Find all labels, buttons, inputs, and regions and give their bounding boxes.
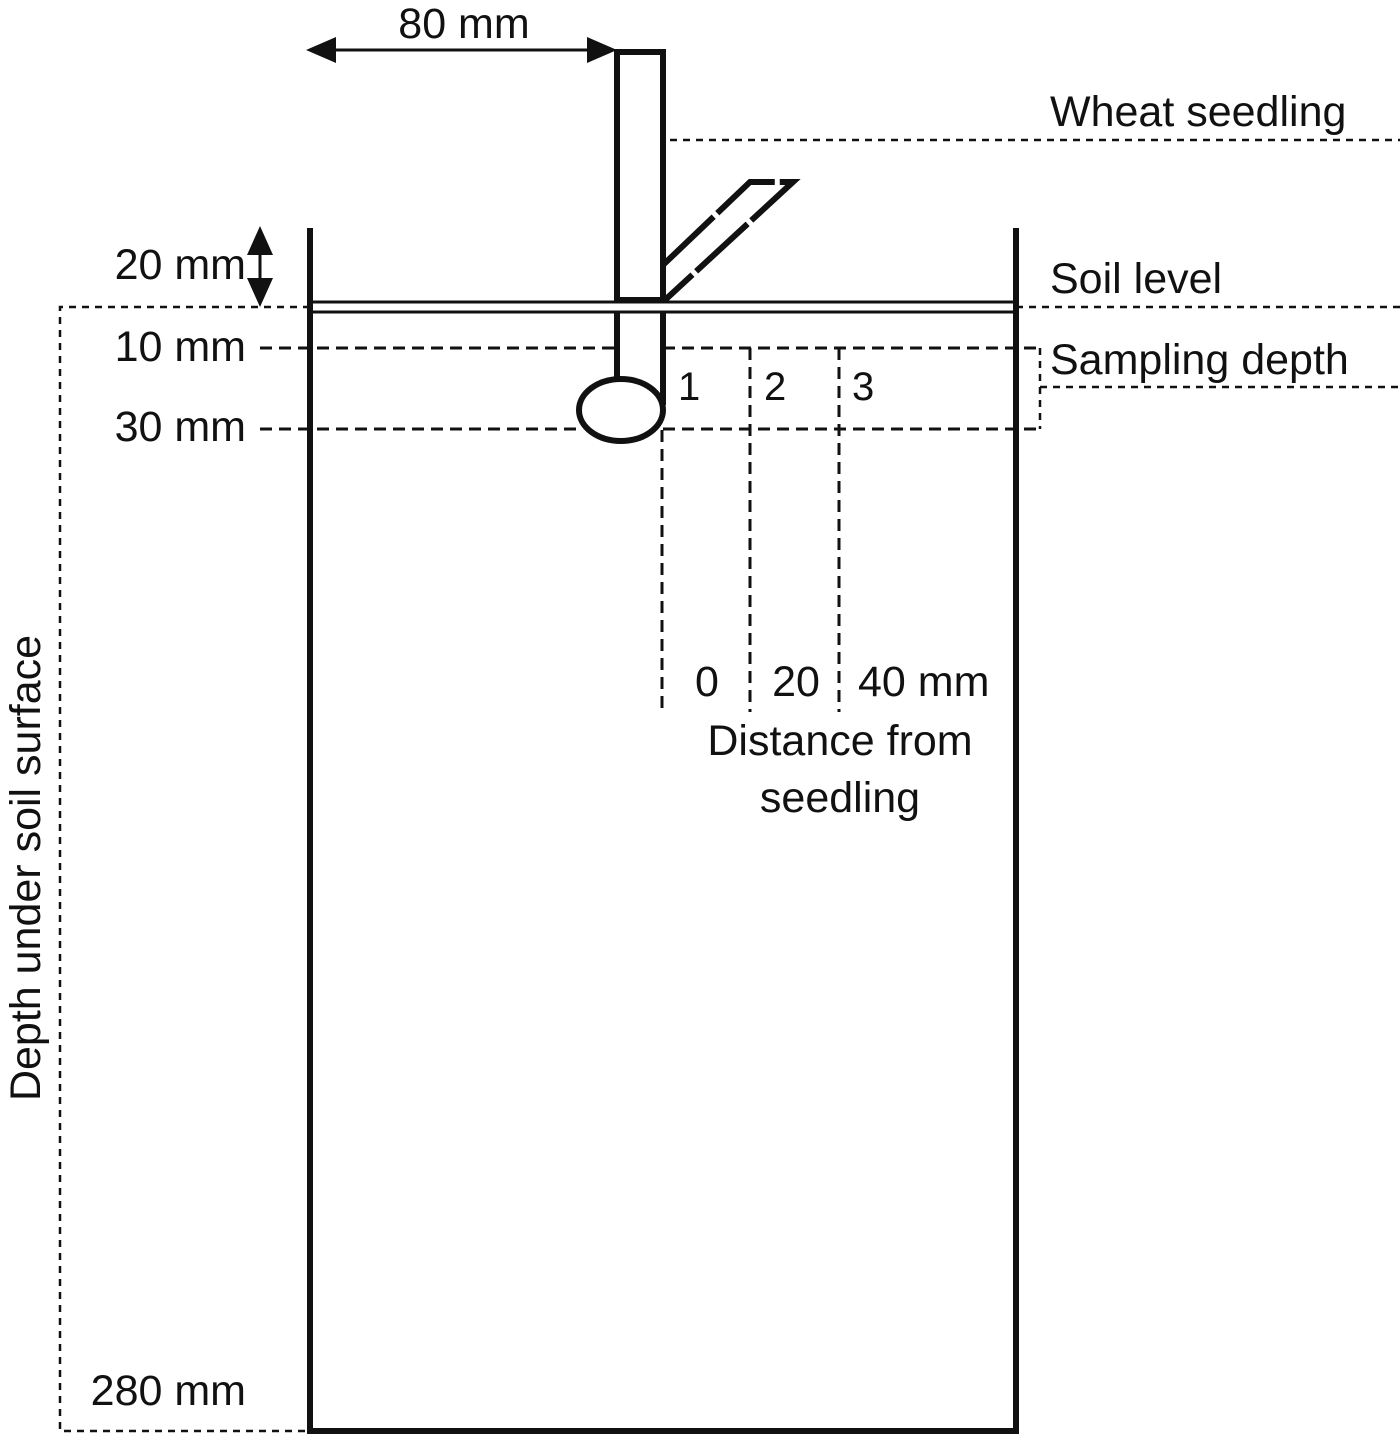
distance-tick-20: 20	[772, 658, 820, 706]
sampling-depth-lines	[260, 346, 1400, 431]
distance-title-line2: seedling	[760, 774, 920, 822]
depth-bracket	[58, 305, 1400, 1433]
depth-axis-label: Depth under soil surface	[2, 635, 50, 1101]
depth-bracket-line	[58, 305, 310, 1433]
depth-10-label: 10 mm	[115, 323, 246, 371]
sampling-position-2: 2	[764, 365, 786, 409]
width-label: 80 mm	[398, 0, 529, 48]
top-gap-label: 20 mm	[115, 241, 246, 289]
wheat-seedling-label: Wheat seedling	[1050, 88, 1346, 136]
depth-30-label: 30 mm	[115, 403, 246, 451]
gap-arrowhead-up	[247, 226, 273, 255]
width-arrowhead-right	[587, 37, 617, 63]
pot-outline	[307, 228, 1019, 1434]
soil-level-label: Soil level	[1050, 255, 1222, 303]
width-arrowhead-left	[306, 37, 336, 63]
pot	[307, 228, 1019, 1434]
gap-arrowhead-down	[247, 278, 273, 307]
distance-tick-40: 40 mm	[858, 658, 989, 706]
seedling-stem	[614, 49, 666, 303]
sampling-position-3: 3	[852, 365, 874, 409]
seedling-leaf-upper	[660, 179, 801, 303]
sampling-depth-label: Sampling depth	[1050, 336, 1349, 384]
distance-tick-0: 0	[695, 658, 719, 706]
depth-280-label: 280 mm	[91, 1367, 246, 1415]
distance-title-line1: Distance from	[707, 717, 972, 765]
width-dimension	[306, 37, 617, 63]
wheat-seedling	[576, 49, 1400, 444]
sampling-position-1: 1	[678, 365, 700, 409]
top-gap-dimension	[247, 226, 273, 307]
distance-columns	[660, 348, 841, 712]
soil-surface	[310, 300, 1016, 314]
seed	[576, 376, 666, 444]
